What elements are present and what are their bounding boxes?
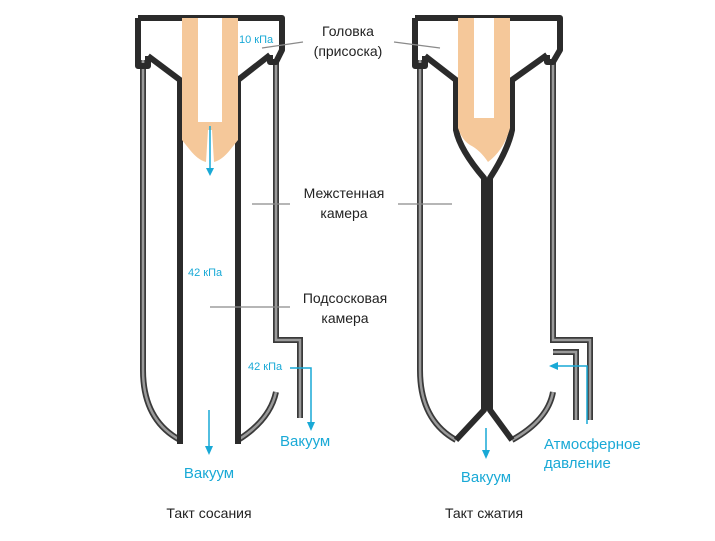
- label-interwall-line2: камера: [320, 205, 367, 221]
- label-vacuum-left-main: Вакуум: [184, 465, 234, 482]
- label-atmosphere-line2: давление: [544, 455, 611, 472]
- label-vacuum-right: Вакуум: [461, 469, 511, 486]
- pressure-inner-value: 42 кПа: [188, 267, 223, 279]
- pressure-head-value: 10 кПа: [239, 34, 274, 46]
- right-shell-left-wall: [417, 60, 458, 443]
- label-subteat-line2: камера: [321, 310, 368, 326]
- caption-suction-phase: Такт сосания: [166, 505, 251, 521]
- left-head-cap: [135, 15, 285, 69]
- right-liner: [423, 52, 549, 443]
- cup-suction-phase: [135, 15, 315, 455]
- leader-lines: [210, 41, 452, 308]
- left-shell-bottom-right-inner: [237, 391, 278, 442]
- left-shell-outer-wall: [140, 60, 182, 443]
- left-vacuum-arrow-head: [205, 446, 213, 455]
- pressure-pipe-value: 42 кПа: [248, 361, 283, 373]
- left-shell-outer-wall-inner: [141, 60, 181, 442]
- label-subteat-line1: Подсосковая: [303, 290, 387, 306]
- left-liner-left: [146, 53, 183, 444]
- atmosphere-arrow-head: [549, 362, 558, 370]
- right-shell-bottom-right: [510, 391, 556, 443]
- right-head-cap: [412, 15, 563, 69]
- label-head-line2: (присоска): [314, 43, 383, 59]
- label-interwall-line1: Межстенная: [304, 185, 385, 201]
- left-teat-canal: [198, 18, 222, 122]
- label-vacuum-left-pipe: Вакуум: [280, 433, 330, 450]
- label-atmosphere-line1: Атмосферное: [544, 436, 641, 453]
- left-shell-bottom-right: [236, 391, 279, 443]
- right-teat-canal: [474, 18, 494, 118]
- cup-compression-phase: [412, 15, 593, 459]
- left-shell-right-wall-inner: [274, 62, 302, 418]
- left-liner-right: [235, 52, 272, 444]
- label-head-line1: Головка: [322, 23, 374, 39]
- right-pipe-inner-wall: [553, 349, 579, 420]
- left-flow-arrow-head: [206, 168, 214, 176]
- caption-compression-phase: Такт сжатия: [445, 505, 523, 521]
- right-vacuum-arrow-head: [482, 450, 490, 459]
- left-pipe-arrow-head: [307, 422, 315, 431]
